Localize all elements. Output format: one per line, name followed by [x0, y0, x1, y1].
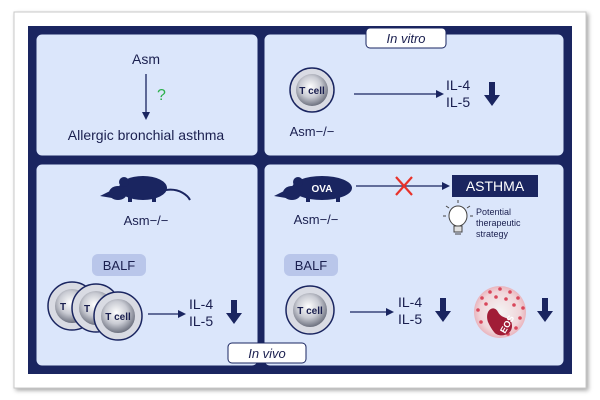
t-cell-label: T cell: [105, 312, 131, 323]
asthma-label: ASTHMA: [466, 178, 525, 194]
strategy-line-1: Potential: [476, 207, 511, 217]
allergic-asthma-label: Allergic bronchial asthma: [68, 127, 225, 143]
down-arrow-icon: [435, 298, 451, 322]
question-mark: ?: [157, 87, 166, 104]
il4-label: IL-4: [446, 77, 470, 93]
strategy-line-3: strategy: [476, 229, 509, 239]
cross-icon: [395, 176, 413, 196]
asm-label: Asm: [132, 51, 160, 67]
in-vitro-label: In vitro: [386, 31, 425, 46]
panel-top-left: [35, 33, 259, 157]
mouse-icon: [100, 176, 191, 202]
il5-label: IL-5: [189, 313, 213, 329]
in-vivo-label: In vivo: [248, 346, 286, 361]
balf-badge: [92, 254, 146, 276]
t-cell-icon: [93, 291, 143, 341]
mouse-icon: [274, 176, 352, 202]
t-cell-icon: [285, 285, 335, 335]
balf-badge: [284, 254, 338, 276]
balf-label: BALF: [103, 258, 136, 273]
asm-knockout-label: Asm−/−: [294, 212, 339, 227]
il5-label: IL-5: [446, 94, 470, 110]
asthma-box: [452, 175, 538, 197]
down-arrow-icon: [484, 82, 500, 106]
lightbulb-icon: [443, 200, 473, 235]
down-arrow-icon: [537, 298, 553, 322]
down-arrow-icon: [226, 300, 242, 324]
t-cell-label: T: [60, 302, 66, 313]
t-cell-label: T cell: [297, 306, 323, 317]
in-vitro-tag: [365, 27, 447, 49]
t-cell-label: T: [84, 304, 90, 315]
t-cell-label: T cell: [299, 86, 325, 97]
strategy-line-2: therapeutic: [476, 218, 521, 228]
asm-knockout-label: Asm−/−: [124, 213, 169, 228]
eosinophil-icon: [474, 286, 526, 338]
il5-label: IL-5: [398, 311, 422, 327]
t-cell-icon: [289, 67, 335, 113]
ova-label: OVA: [312, 184, 333, 195]
balf-label: BALF: [295, 258, 328, 273]
il4-label: IL-4: [189, 296, 213, 312]
in-vivo-tag: [227, 342, 307, 364]
il4-label: IL-4: [398, 294, 422, 310]
asm-knockout-label: Asm−/−: [290, 124, 335, 139]
